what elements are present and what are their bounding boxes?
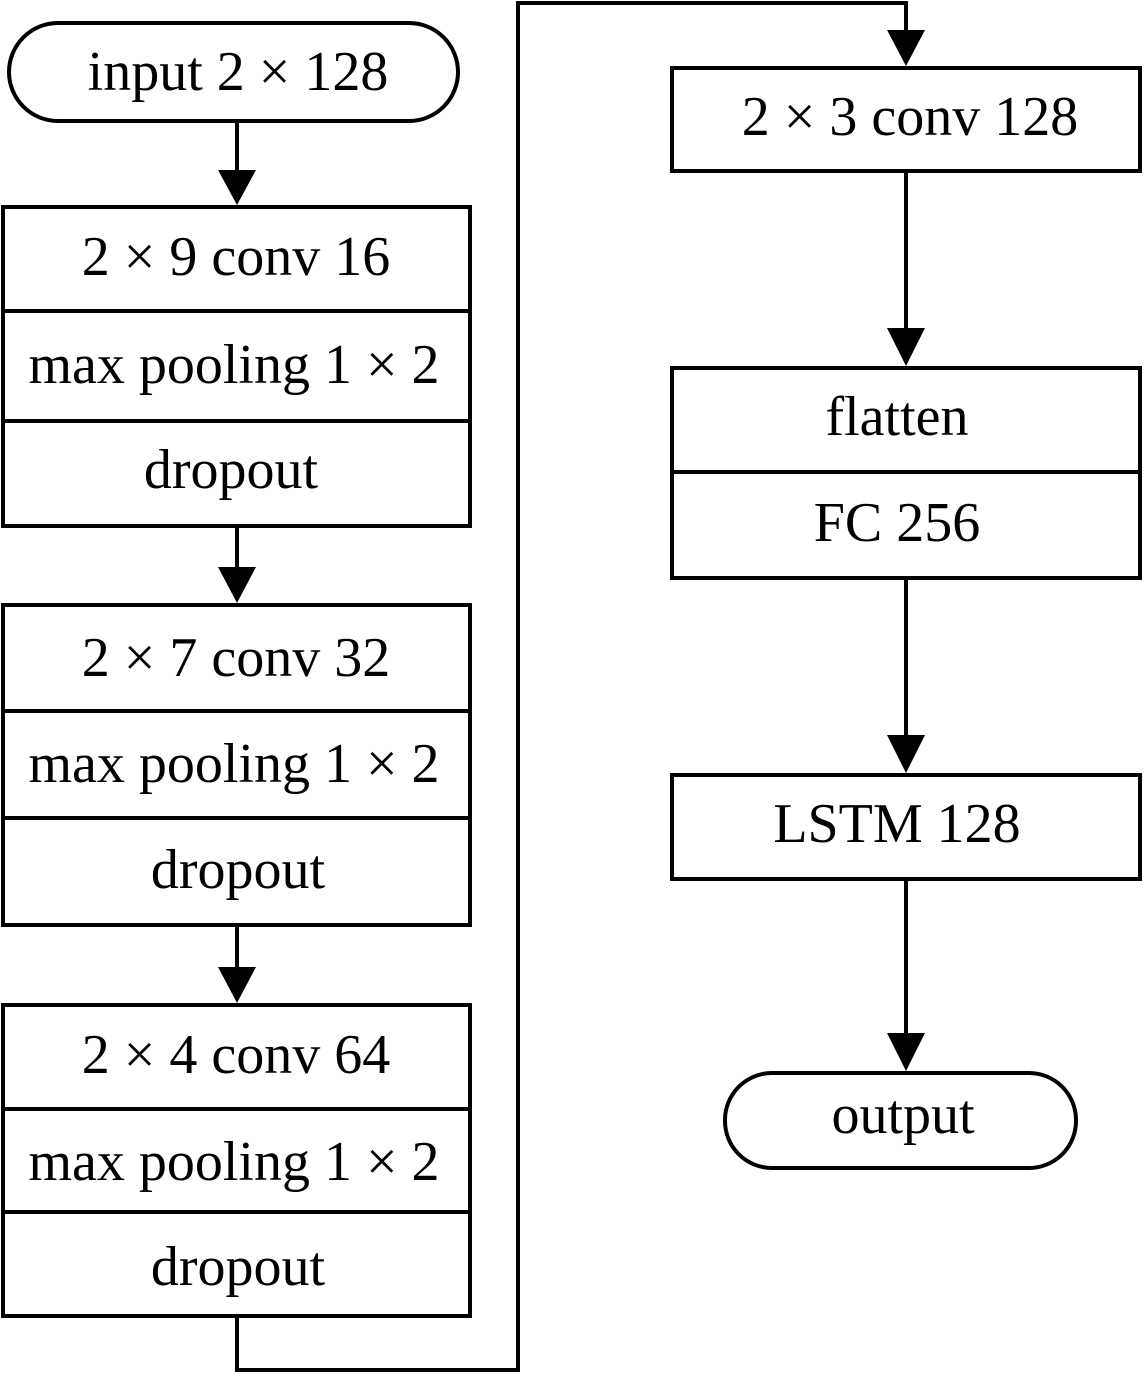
arrowhead-block1 xyxy=(218,170,256,205)
dropout-label: dropout xyxy=(144,439,319,501)
lstm-layer: LSTM 128 xyxy=(670,773,1142,881)
max-pooling-label: max pooling 1 × 2 xyxy=(28,334,439,396)
conv-layer-label: 2 × 7 conv 32 xyxy=(82,627,390,689)
dropout-label: dropout xyxy=(151,839,326,901)
arrowhead-block3 xyxy=(218,967,256,1003)
conv-block-3: 2 × 4 conv 64 max pooling 1 × 2 dropout xyxy=(1,1003,472,1318)
max-pooling-label: max pooling 1 × 2 xyxy=(28,733,439,795)
arrowhead-conv4 xyxy=(887,30,925,66)
conv-block-1-frame xyxy=(1,205,472,528)
conv-layer-4: 2 × 3 conv 128 xyxy=(670,66,1142,173)
arrowhead-flatten xyxy=(887,328,925,366)
arrowhead-lstm xyxy=(887,735,925,773)
dropout-label: dropout xyxy=(151,1236,326,1298)
conv-layer-4-box xyxy=(670,66,1142,173)
lstm-label: LSTM 128 xyxy=(773,793,1020,855)
conv-block-2-frame xyxy=(1,603,472,927)
max-pooling-label: max pooling 1 × 2 xyxy=(28,1131,439,1193)
flatten-label: flatten xyxy=(825,386,968,448)
conv-layer-label: 2 × 3 conv 128 xyxy=(742,86,1078,148)
fc-label: FC 256 xyxy=(814,492,981,554)
input-terminal-shape xyxy=(7,21,460,123)
conv-block-3-frame xyxy=(1,1003,472,1318)
connectors xyxy=(218,1,925,1372)
input-label: input 2 × 128 xyxy=(88,41,389,103)
flatten-fc-block: flatten FC 256 xyxy=(670,366,1142,580)
output-terminal-shape xyxy=(723,1071,1078,1170)
lstm-box xyxy=(670,773,1142,881)
conv-layer-label: 2 × 9 conv 16 xyxy=(82,226,390,288)
input-node: input 2 × 128 xyxy=(7,21,460,123)
arrowhead-output xyxy=(887,1033,925,1071)
output-node: output xyxy=(723,1071,1078,1170)
connector-block3-conv4 xyxy=(235,1,908,1372)
arrowhead-block2 xyxy=(218,567,256,603)
conv-layer-label: 2 × 4 conv 64 xyxy=(82,1024,390,1086)
conv-block-1: 2 × 9 conv 16 max pooling 1 × 2 dropout xyxy=(1,205,472,528)
conv-block-2: 2 × 7 conv 32 max pooling 1 × 2 dropout xyxy=(1,603,472,927)
output-label: output xyxy=(831,1084,975,1146)
